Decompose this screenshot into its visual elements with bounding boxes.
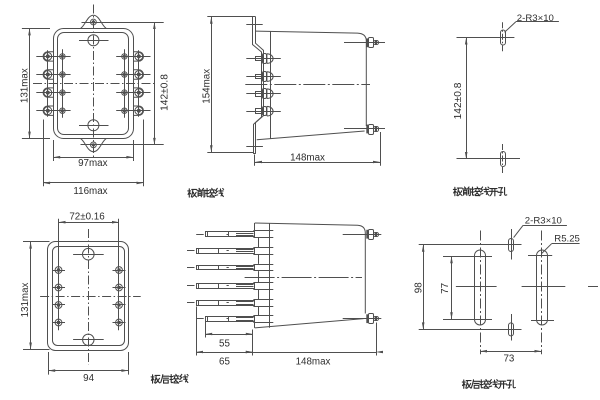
svg-text:94: 94: [83, 373, 94, 384]
svg-text:2-R3×10: 2-R3×10: [525, 215, 562, 226]
svg-text:131max: 131max: [19, 68, 30, 103]
svg-text:116max: 116max: [73, 186, 107, 197]
svg-text:142±0.8: 142±0.8: [159, 74, 170, 111]
svg-text:2-R3×10: 2-R3×10: [517, 13, 554, 24]
svg-text:148max: 148max: [296, 357, 331, 368]
svg-text:55: 55: [219, 339, 230, 350]
svg-text:R5.25: R5.25: [554, 233, 580, 244]
svg-text:72±0.16: 72±0.16: [69, 212, 105, 223]
svg-text:98: 98: [413, 282, 424, 293]
svg-text:148max: 148max: [290, 152, 325, 163]
svg-text:154max: 154max: [202, 69, 213, 104]
svg-text:77: 77: [440, 283, 451, 294]
svg-text:142±0.8: 142±0.8: [453, 82, 464, 119]
svg-text:131max: 131max: [20, 282, 31, 317]
svg-text:97max: 97max: [78, 158, 108, 169]
svg-text:73: 73: [503, 353, 514, 364]
svg-text:65: 65: [219, 357, 230, 368]
